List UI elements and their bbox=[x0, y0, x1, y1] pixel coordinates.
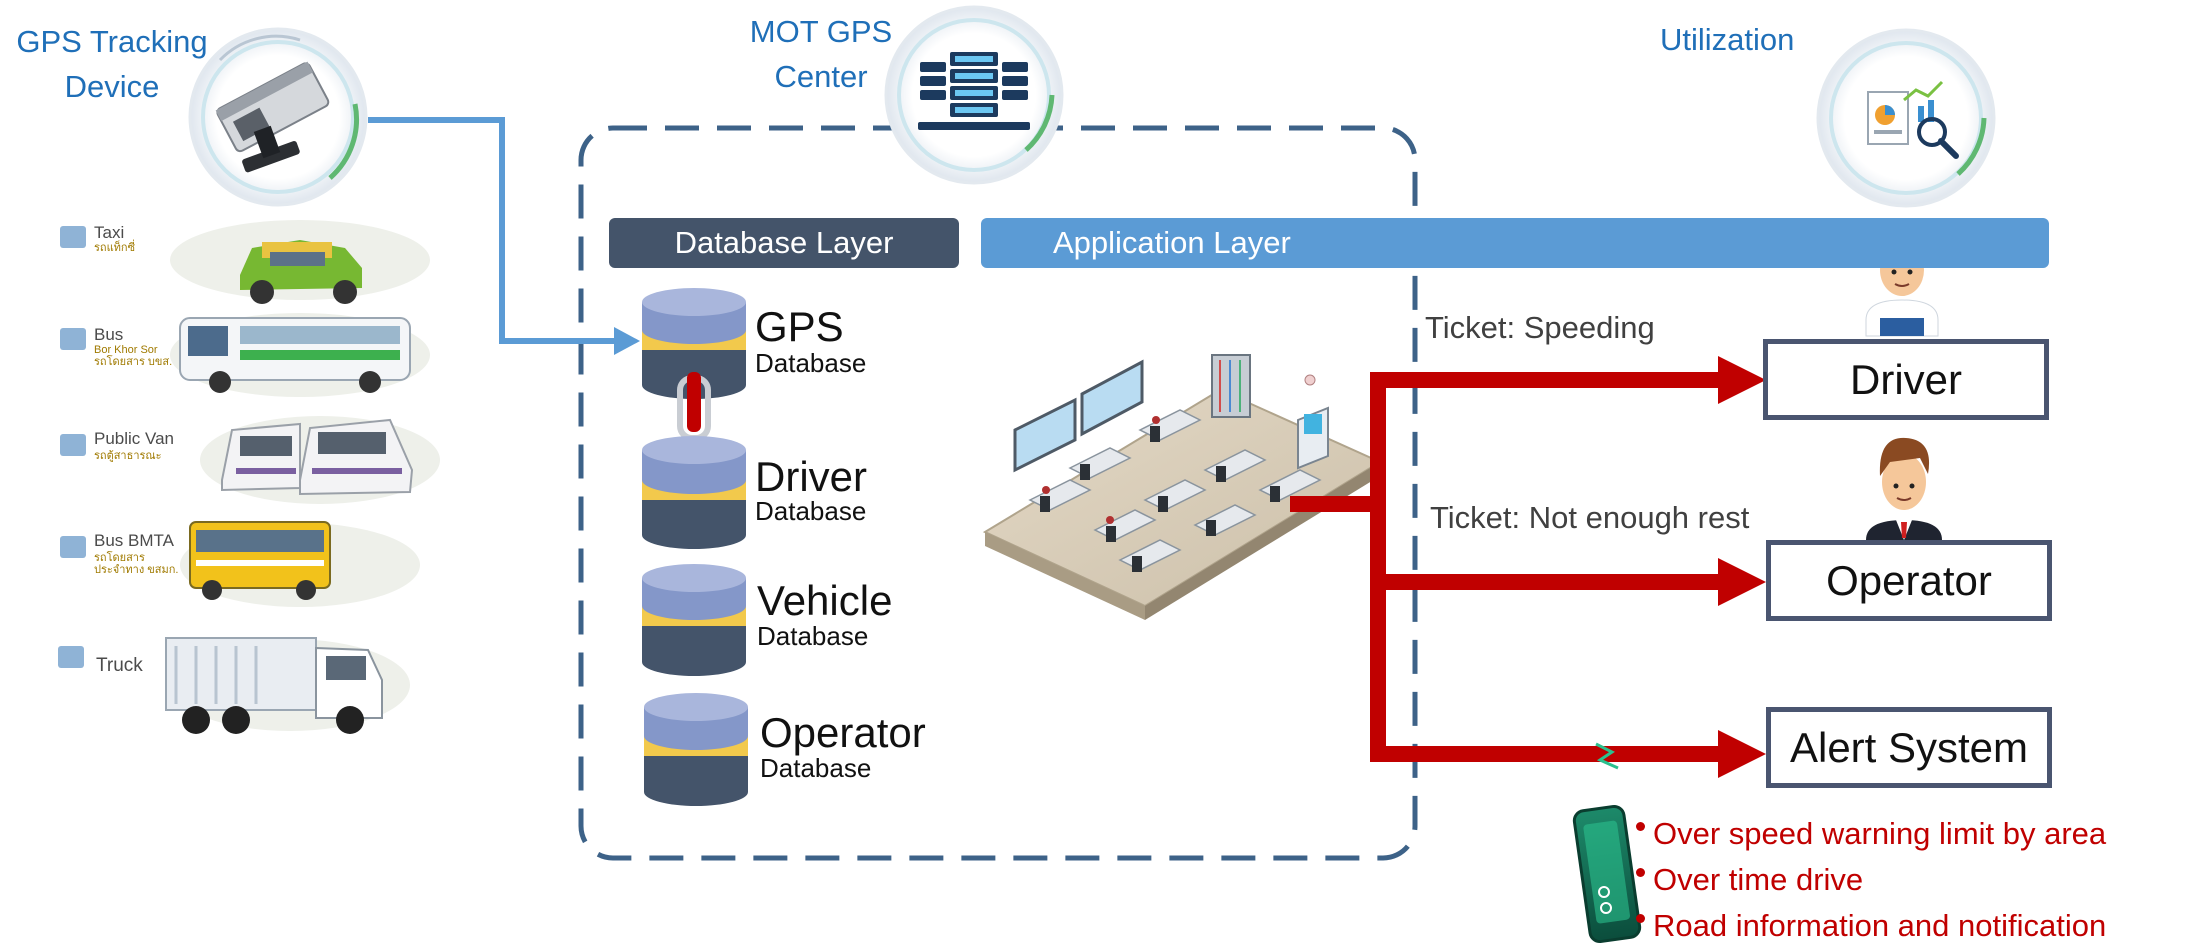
db-title-gps: GPS bbox=[755, 303, 844, 350]
operator-avatar bbox=[1866, 437, 1942, 540]
database-link-icon bbox=[677, 372, 711, 441]
db-sub-vehicle: Database bbox=[757, 621, 869, 651]
application-layer-bar: Application Layer bbox=[981, 218, 2049, 268]
gps-data-flow-arrow bbox=[368, 117, 640, 355]
gps-device-title: GPS Tracking Device bbox=[12, 20, 212, 110]
database-layer-label: Database Layer bbox=[674, 225, 894, 260]
vehicle-bus-bmta-image bbox=[60, 521, 420, 607]
db-sub-operator: Database bbox=[760, 753, 872, 783]
driver-target-label: Driver bbox=[1850, 355, 1962, 403]
alert-item-text: Over time drive bbox=[1653, 862, 1864, 897]
vehicle-sub-taxi: รถแท็กซี่ bbox=[94, 242, 136, 254]
db-sub-gps: Database bbox=[755, 348, 867, 378]
vehicle-label-bus-bmta: Bus BMTA bbox=[94, 531, 174, 550]
alert-item-text: Over speed warning limit by area bbox=[1653, 816, 2107, 851]
bullet-icon bbox=[1636, 822, 1645, 831]
vehicle-truck-image bbox=[58, 637, 410, 734]
db-title-operator: Operator bbox=[760, 709, 926, 756]
vehicle-sub-public-van: รถตู้สาธารณะ bbox=[94, 450, 162, 462]
alert-item: Road information and notification bbox=[1636, 908, 2106, 944]
vehicle-label-taxi: Taxi bbox=[94, 223, 125, 242]
server-icon bbox=[884, 5, 1064, 185]
operator-target-label: Operator bbox=[1826, 556, 1992, 604]
alert-system-target-label: Alert System bbox=[1789, 723, 2029, 771]
utilization-title: Utilization bbox=[1660, 22, 1795, 57]
mot-center-title-line: MOT GPS bbox=[749, 14, 893, 49]
vehicle-sub-bus: Bor Khor Sor รถโดยสาร บขส. bbox=[94, 344, 173, 369]
gps-database-icon bbox=[642, 288, 746, 399]
alert-system-target-box: Alert System bbox=[1766, 707, 2052, 788]
bullet-icon bbox=[1636, 868, 1645, 877]
analytics-icon bbox=[1816, 28, 1996, 208]
ticket-arrows bbox=[1290, 356, 1766, 778]
operator-database-icon bbox=[644, 693, 748, 806]
ticket-speeding: Ticket: Speeding bbox=[1425, 310, 1655, 345]
vehicle-label-public-van: Public Van bbox=[94, 429, 175, 448]
mot-center-title: MOT GPS Center bbox=[738, 10, 904, 100]
driver-target-box: Driver bbox=[1763, 339, 2049, 420]
application-layer-label: Application Layer bbox=[1053, 225, 1291, 260]
gps-device-title-line: Device bbox=[64, 68, 160, 104]
vehicle-label-truck: Truck bbox=[96, 655, 143, 676]
vehicle-public-van-image bbox=[60, 416, 440, 504]
alert-item-text: Road information and notification bbox=[1653, 908, 2107, 943]
ticket-not-enough-rest: Ticket: Not enough rest bbox=[1430, 500, 1750, 535]
alert-item: Over time drive bbox=[1636, 862, 1863, 898]
bullet-icon bbox=[1636, 914, 1645, 923]
alert-item: Over speed warning limit by area bbox=[1636, 816, 2106, 852]
gps-device-icon bbox=[188, 27, 368, 207]
vehicle-bus-image bbox=[60, 313, 430, 397]
gps-device-title-line: GPS Tracking bbox=[16, 24, 208, 59]
driver-database-icon bbox=[642, 436, 746, 549]
vehicle-database-icon bbox=[642, 564, 746, 676]
db-title-vehicle: Vehicle bbox=[757, 577, 893, 624]
mot-center-title-line: Center bbox=[774, 58, 868, 94]
db-title-driver: Driver bbox=[755, 453, 867, 500]
database-layer-bar: Database Layer bbox=[609, 218, 959, 268]
db-sub-driver: Database bbox=[755, 496, 867, 526]
control-room-illustration bbox=[982, 354, 1383, 620]
operator-target-box: Operator bbox=[1766, 540, 2052, 621]
vehicle-label-bus: Bus bbox=[94, 325, 124, 344]
vehicle-taxi-image bbox=[60, 220, 430, 304]
vehicle-sub-bus-bmta: รถโดยสาร ประจำทาง ขสมก. bbox=[94, 552, 179, 577]
mobile-phone-icon bbox=[1572, 742, 1642, 944]
